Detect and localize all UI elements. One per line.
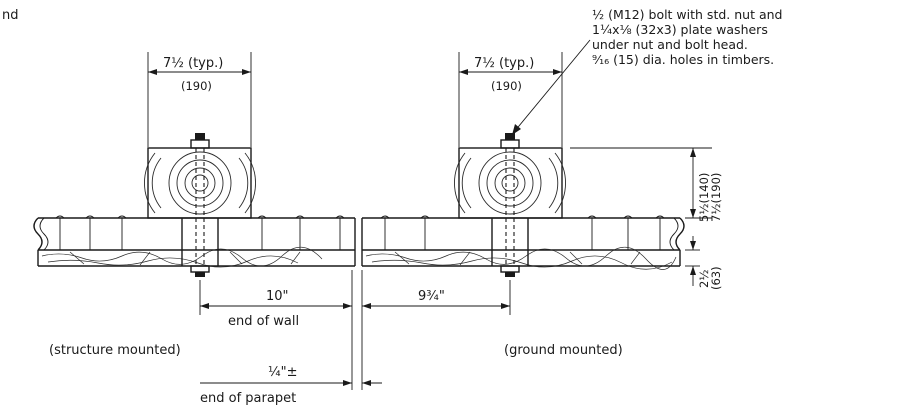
left-rail-beam <box>33 215 356 266</box>
parapet-gap-dimension: ¼"± end of parapet <box>200 270 382 406</box>
right-assembly: 7½ (typ.) (190) <box>361 52 685 358</box>
right-top-dim-metric: (190) <box>491 79 522 93</box>
left-end-label: end of wall <box>228 314 299 329</box>
right-bolt <box>491 133 529 277</box>
right-lower-plank <box>362 246 681 270</box>
left-offset-dimension: 10" end of wall <box>199 280 352 329</box>
right-caption: (ground mounted) <box>504 343 623 358</box>
vertical-dim-upper-a: 5½(140) <box>697 173 711 222</box>
vertical-dim-lower-a: 2½ <box>697 270 711 288</box>
vertical-dim-lower-b: (63) <box>709 266 723 290</box>
gap-dim-text: ¼"± <box>268 365 297 380</box>
left-assembly: 7½ (typ.) (190) <box>33 52 356 358</box>
corner-text-fragment: nd <box>2 8 19 23</box>
left-top-dim-metric: (190) <box>181 79 212 93</box>
left-top-dimension: 7½ (typ.) (190) <box>147 52 252 147</box>
vertical-dimensions: 5½(140) 7½(190) 2½ (63) <box>570 147 723 290</box>
note-line-1: ½ (M12) bolt with std. nut and <box>592 7 782 22</box>
gap-label: end of parapet <box>200 391 296 406</box>
left-bolt <box>181 133 219 277</box>
bolt-note: ½ (M12) bolt with std. nut and 1¼x⅛ (32x… <box>512 7 782 135</box>
right-top-dimension: 7½ (typ.) (190) <box>458 52 563 147</box>
right-offset-dimension: 9¾" <box>362 280 511 315</box>
left-offset-dim-text: 10" <box>266 289 289 304</box>
note-line-3: under nut and bolt head. <box>592 37 748 52</box>
left-top-dim-text: 7½ (typ.) <box>163 56 223 71</box>
right-top-dim-text: 7½ (typ.) <box>474 56 534 71</box>
left-timber-post <box>144 147 256 219</box>
right-timber-post <box>454 147 566 219</box>
right-rail-beam <box>361 215 685 266</box>
vertical-dim-upper-b: 7½(190) <box>709 173 723 222</box>
note-line-4: ⁹⁄₁₆ (15) dia. holes in timbers. <box>592 52 774 67</box>
right-offset-dim-text: 9¾" <box>418 289 445 304</box>
note-line-2: 1¼x⅛ (32x3) plate washers <box>592 22 768 37</box>
left-caption: (structure mounted) <box>49 343 181 358</box>
